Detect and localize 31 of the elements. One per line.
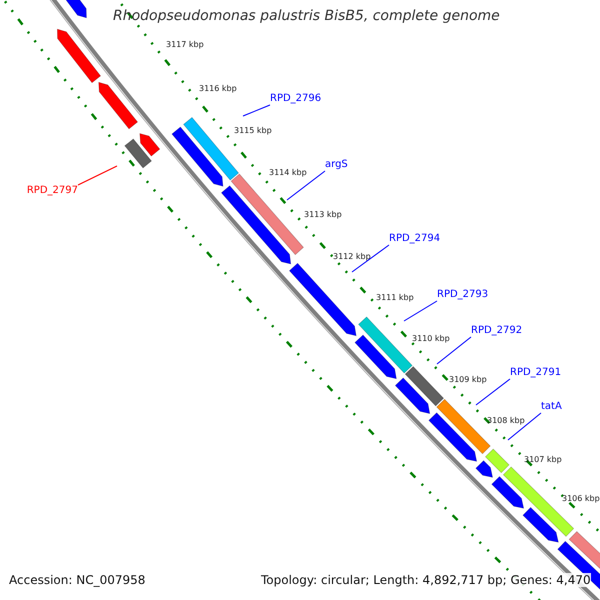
leader-line — [78, 166, 118, 186]
leader-line — [436, 336, 472, 364]
tick-label: 3112 kbp — [333, 252, 371, 262]
tick-label: 3115 kbp — [234, 126, 272, 136]
tick-label: 3107 kbp — [524, 455, 562, 465]
gene-label: RPD_2793 — [437, 289, 488, 301]
gene-label: RPD_2796 — [270, 93, 322, 105]
genome-info-text: Topology: circular; Length: 4,892,717 bp; Genes: 4,470 — [261, 573, 591, 588]
gene-label: RPD_2792 — [471, 325, 522, 337]
tick-label: 3114 kbp — [269, 168, 307, 178]
leader-line — [286, 170, 326, 200]
leader-line — [242, 104, 270, 116]
leader-line — [476, 378, 510, 406]
tick-label: 3113 kbp — [304, 210, 342, 220]
gene-label: RPD_2794 — [389, 233, 440, 245]
leader-line — [508, 412, 542, 440]
tick-label: 3110 kbp — [412, 334, 450, 344]
tick-label: 3106 kbp — [562, 494, 600, 504]
leader-line — [404, 300, 438, 322]
gene-label: argS — [325, 159, 348, 171]
tick-label: 3111 kbp — [376, 293, 414, 303]
tick-label: 3116 kbp — [199, 84, 237, 94]
tick-label: 3109 kbp — [449, 375, 487, 385]
gene-label: RPD_2791 — [510, 367, 562, 379]
title: Rhodopseudomonas palustris BisB5, complete genome — [113, 8, 500, 25]
tick-label: 3108 kbp — [487, 416, 525, 426]
gene-label: RPD_2797 — [26, 185, 78, 197]
leader-line — [352, 244, 390, 272]
gene-label: tatA — [541, 401, 562, 413]
tick-label: 3117 kbp — [166, 40, 204, 50]
accession-text: Accession: NC_007958 — [9, 573, 146, 588]
